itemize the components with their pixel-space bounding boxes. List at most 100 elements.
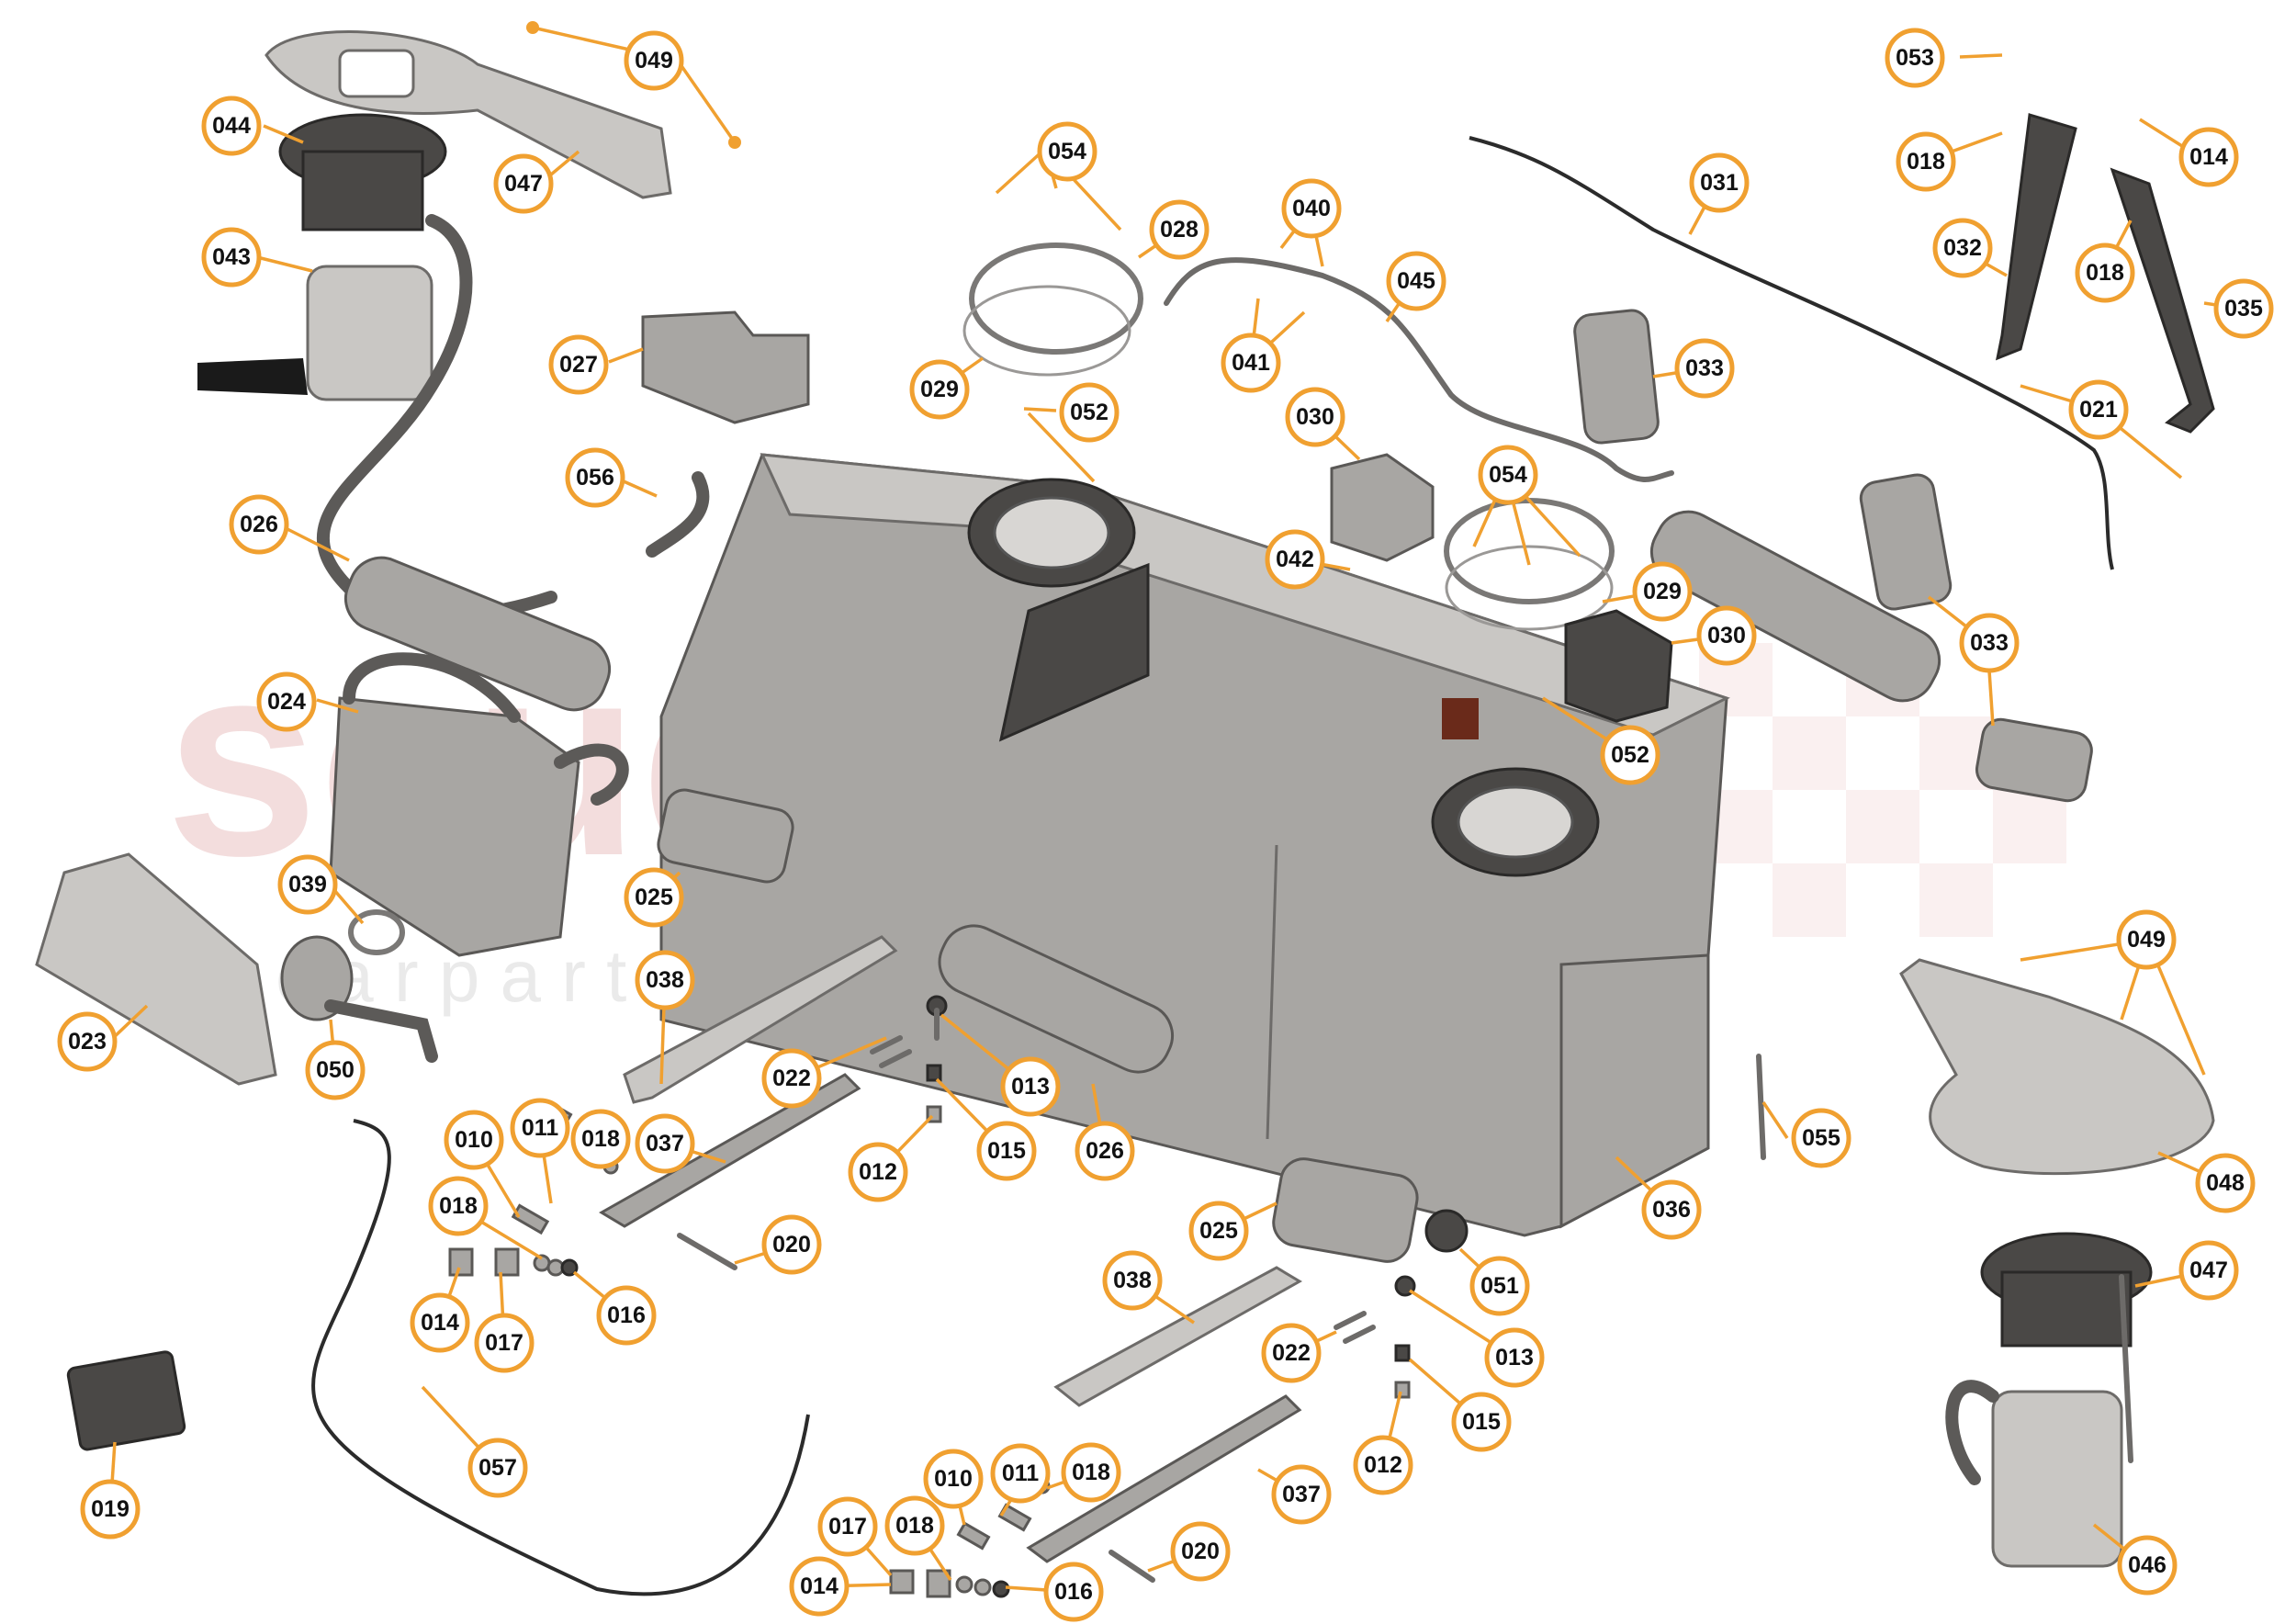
- callout-041[interactable]: 041: [1221, 333, 1281, 393]
- callout-020-lower[interactable]: 020: [1170, 1521, 1231, 1582]
- svg-text:018: 018: [581, 1126, 620, 1152]
- callout-029-top[interactable]: 029: [909, 359, 970, 420]
- callout-018-lower-right[interactable]: 018: [1061, 1442, 1121, 1503]
- svg-text:049: 049: [2127, 927, 2166, 953]
- callout-052-top[interactable]: 052: [1059, 382, 1120, 443]
- pump-assembly-right: [1899, 958, 2215, 1568]
- callout-013-lower[interactable]: 013: [1484, 1327, 1545, 1388]
- callout-032[interactable]: 032: [1932, 218, 1993, 278]
- svg-text:046: 046: [2128, 1552, 2167, 1578]
- sender-rings-top: [962, 242, 1143, 377]
- fuel-tank: [659, 453, 1730, 1237]
- callout-015-upper[interactable]: 015: [976, 1121, 1037, 1181]
- pad-033-long: [1649, 510, 1941, 703]
- callout-019[interactable]: 019: [80, 1479, 141, 1539]
- callout-047-right[interactable]: 047: [2178, 1240, 2239, 1301]
- callout-012-upper[interactable]: 012: [848, 1142, 908, 1202]
- svg-text:031: 031: [1700, 170, 1739, 196]
- callout-018-top-right[interactable]: 018: [2075, 242, 2135, 303]
- callout-031[interactable]: 031: [1689, 152, 1750, 213]
- callout-016-lower[interactable]: 016: [1043, 1562, 1104, 1622]
- svg-text:040: 040: [1292, 196, 1331, 221]
- callout-011-lower[interactable]: 011: [990, 1443, 1051, 1504]
- callout-038-lower[interactable]: 038: [1102, 1250, 1163, 1311]
- callout-025-lower[interactable]: 025: [1188, 1201, 1249, 1261]
- callout-035[interactable]: 035: [2213, 278, 2274, 339]
- callout-026-lower[interactable]: 026: [1075, 1121, 1135, 1181]
- callout-029-mid[interactable]: 029: [1632, 561, 1693, 622]
- callout-056[interactable]: 056: [565, 447, 625, 508]
- callout-022-upper[interactable]: 022: [761, 1048, 822, 1109]
- callout-026-upper[interactable]: 026: [229, 494, 289, 555]
- pipe-055: [1756, 1054, 1766, 1160]
- callout-014-top[interactable]: 014: [2178, 127, 2239, 187]
- callout-054-mid[interactable]: 054: [1478, 445, 1538, 505]
- callout-033-lower[interactable]: 033: [1959, 613, 2020, 673]
- callout-018-top-left[interactable]: 018: [1896, 131, 1956, 192]
- callout-055[interactable]: 055: [1791, 1108, 1851, 1168]
- svg-text:012: 012: [1364, 1452, 1402, 1478]
- callout-057[interactable]: 057: [467, 1438, 528, 1498]
- callout-050[interactable]: 050: [305, 1040, 366, 1100]
- callout-049-right[interactable]: 049: [2116, 909, 2177, 970]
- callout-038-upper[interactable]: 038: [635, 950, 695, 1010]
- callout-044[interactable]: 044: [201, 96, 262, 156]
- callout-014-upper[interactable]: 014: [410, 1292, 470, 1353]
- callout-018-lower[interactable]: 018: [884, 1495, 945, 1556]
- callout-037-lower[interactable]: 037: [1271, 1464, 1332, 1525]
- callout-010-lower[interactable]: 010: [923, 1449, 984, 1509]
- cap-051: [1424, 1209, 1469, 1253]
- callout-046[interactable]: 046: [2117, 1535, 2178, 1596]
- callout-052-mid[interactable]: 052: [1600, 725, 1660, 785]
- callout-039[interactable]: 039: [277, 854, 338, 915]
- callout-017-lower[interactable]: 017: [817, 1496, 878, 1557]
- callout-051[interactable]: 051: [1469, 1256, 1530, 1316]
- callout-024[interactable]: 024: [256, 671, 317, 732]
- callout-021[interactable]: 021: [2068, 379, 2129, 440]
- callout-042[interactable]: 042: [1265, 529, 1325, 590]
- svg-text:038: 038: [646, 967, 684, 993]
- callout-054-top[interactable]: 054: [1037, 121, 1097, 182]
- svg-text:053: 053: [1896, 45, 1934, 71]
- callout-028[interactable]: 028: [1149, 199, 1210, 260]
- svg-text:045: 045: [1397, 268, 1435, 294]
- callout-049-top[interactable]: 049: [624, 30, 684, 91]
- callout-018-upper-right[interactable]: 018: [570, 1109, 631, 1169]
- callout-036[interactable]: 036: [1641, 1179, 1702, 1240]
- pad-025-lower: [1272, 1157, 1419, 1263]
- svg-text:054: 054: [1048, 139, 1086, 164]
- callout-017-upper[interactable]: 017: [474, 1313, 535, 1373]
- callout-022-lower[interactable]: 022: [1261, 1323, 1322, 1383]
- callout-020-upper[interactable]: 020: [761, 1214, 822, 1275]
- callout-018-upper[interactable]: 018: [428, 1176, 489, 1236]
- svg-text:023: 023: [68, 1029, 107, 1054]
- callout-030-lower[interactable]: 030: [1696, 605, 1757, 666]
- callout-027[interactable]: 027: [548, 334, 609, 395]
- callout-047-top[interactable]: 047: [493, 153, 554, 214]
- callout-023[interactable]: 023: [57, 1011, 118, 1072]
- callout-048[interactable]: 048: [2195, 1153, 2256, 1213]
- callout-040[interactable]: 040: [1281, 178, 1342, 239]
- callout-011-upper[interactable]: 011: [510, 1098, 570, 1158]
- svg-text:029: 029: [920, 377, 959, 402]
- callout-045[interactable]: 045: [1386, 251, 1446, 311]
- callout-012-lower[interactable]: 012: [1353, 1435, 1413, 1495]
- callout-015-lower[interactable]: 015: [1451, 1392, 1512, 1452]
- callout-016-upper[interactable]: 016: [596, 1285, 657, 1346]
- callout-053[interactable]: 053: [1885, 28, 1945, 88]
- callout-014-lower[interactable]: 014: [789, 1556, 850, 1617]
- svg-text:050: 050: [316, 1057, 355, 1083]
- svg-text:047: 047: [504, 171, 543, 197]
- callout-033-upper[interactable]: 033: [1674, 338, 1735, 399]
- svg-text:028: 028: [1160, 217, 1199, 242]
- svg-text:025: 025: [1199, 1218, 1238, 1244]
- callout-025-upper[interactable]: 025: [624, 867, 684, 928]
- callout-013-upper[interactable]: 013: [1000, 1056, 1061, 1117]
- callout-037-upper[interactable]: 037: [635, 1113, 695, 1174]
- callout-030-upper[interactable]: 030: [1285, 387, 1345, 447]
- callout-010-upper[interactable]: 010: [444, 1110, 504, 1170]
- svg-text:022: 022: [772, 1066, 811, 1091]
- callout-043[interactable]: 043: [201, 227, 262, 288]
- svg-text:037: 037: [1282, 1482, 1321, 1507]
- svg-text:014: 014: [2189, 144, 2228, 170]
